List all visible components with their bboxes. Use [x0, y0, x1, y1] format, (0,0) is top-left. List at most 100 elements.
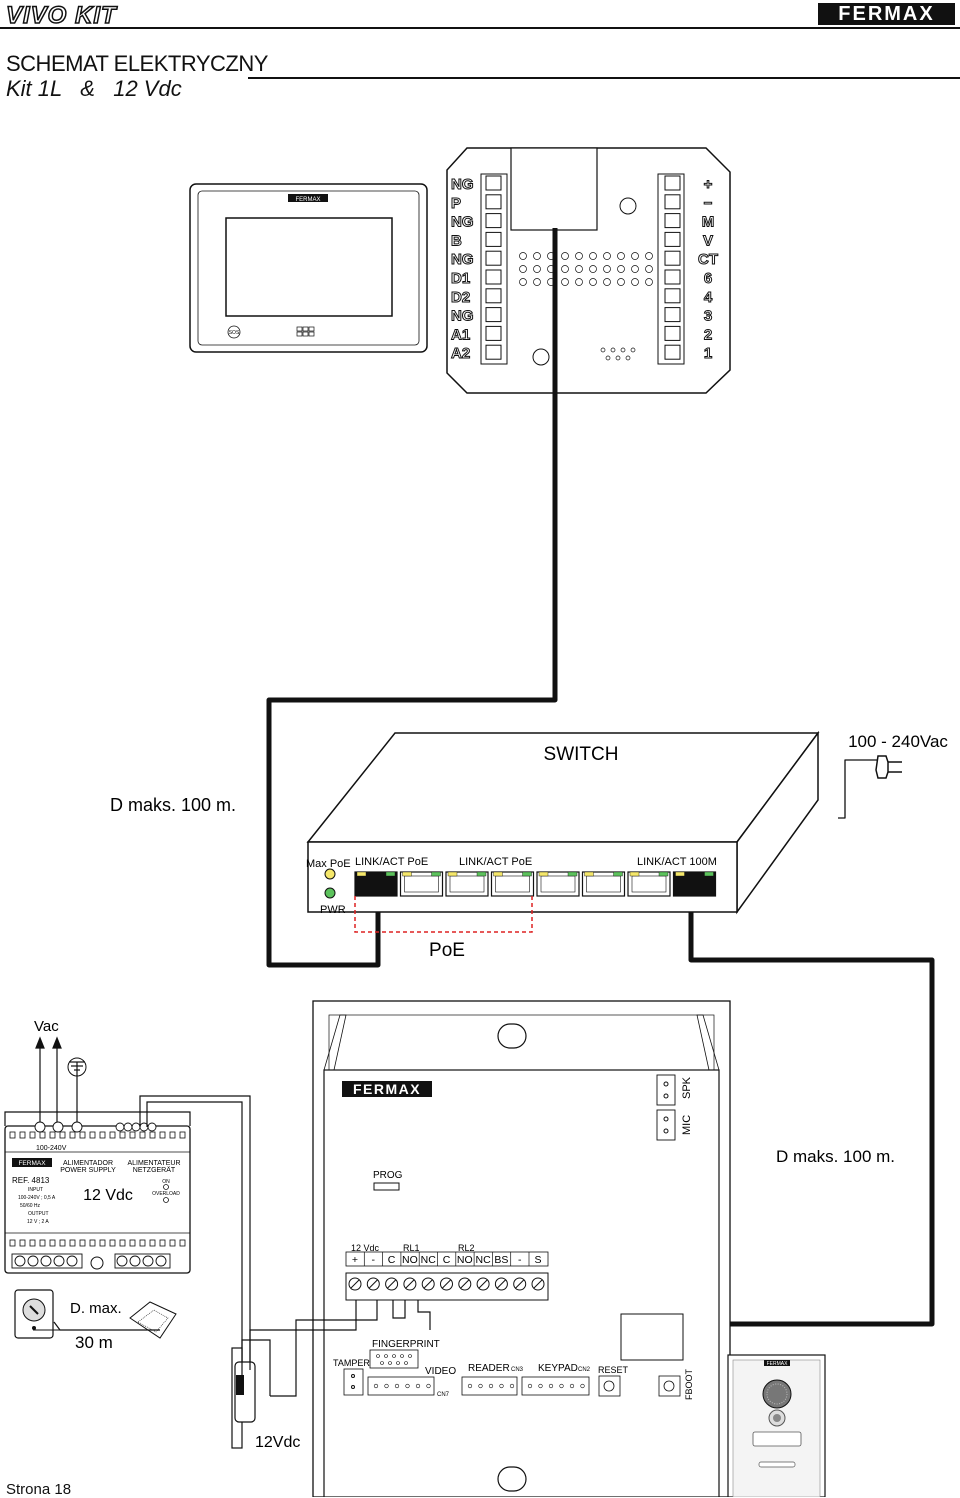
tamper-label: TAMPER: [333, 1358, 370, 1368]
sos-button[interactable]: [227, 325, 241, 339]
psu-vent: [89, 1239, 96, 1247]
port-led: [356, 871, 367, 877]
connector-pin: [509, 1383, 515, 1389]
page-title: SCHEMAT ELEKTRYCZNY: [6, 51, 268, 76]
psu-output-voltage: 12 V ; 2 A: [27, 1219, 49, 1225]
vent-dot: [589, 265, 597, 273]
terminal-slot: [664, 288, 681, 304]
psu-screw: [123, 1122, 133, 1132]
terminal-label: 3: [704, 308, 712, 325]
rj45-inner: [404, 875, 439, 893]
vent-dot: [617, 252, 625, 260]
psu-vent: [169, 1131, 176, 1139]
psu-overload-label: OVERLOAD: [152, 1191, 180, 1197]
cn3-label: CN3: [511, 1367, 524, 1373]
vent-dot: [603, 252, 611, 260]
psu-vent: [69, 1239, 76, 1247]
port-led: [402, 871, 412, 877]
psu-screw: [34, 1121, 46, 1133]
psu-voltage: 12 Vdc: [83, 1187, 133, 1204]
terminal-screw-slot: [497, 1279, 506, 1289]
psu-vent: [149, 1131, 156, 1139]
psu-output-label: OUTPUT: [28, 1211, 49, 1217]
door-panel: FERMAX: [727, 1354, 826, 1497]
vent-dot: [533, 252, 541, 260]
terminal-slot: [664, 269, 681, 285]
psu-vent: [119, 1131, 126, 1139]
video-label: VIDEO: [425, 1366, 456, 1377]
psu-vent: [79, 1131, 86, 1139]
psu-screw: [115, 1122, 125, 1132]
vent-dot: [561, 252, 569, 260]
port-led: [584, 871, 594, 877]
switch-pwr-label: PWR: [320, 904, 346, 916]
psu-screw: [14, 1255, 26, 1267]
vdc-label: 12 Vdc: [351, 1243, 380, 1253]
reset-button[interactable]: [598, 1375, 621, 1397]
controller-brand: FERMAX: [353, 1081, 421, 1097]
terminal-label: D2: [451, 289, 470, 306]
psu-brand: FERMAX: [18, 1160, 46, 1167]
terminal-label: NC: [476, 1254, 492, 1266]
panel-call-button[interactable]: [752, 1431, 802, 1447]
psu-on-label: ON: [162, 1179, 170, 1185]
monitor-brand: FERMAX: [295, 197, 320, 203]
dist-label: 30 m: [75, 1333, 113, 1352]
poe-label: PoE: [429, 940, 465, 961]
connector-pin: [467, 1383, 473, 1389]
port-led: [476, 871, 487, 877]
rj45-inner: [495, 875, 530, 893]
terminal-slot: [664, 194, 681, 210]
psu-label-2a: ALIMENTATEUR: [127, 1160, 180, 1167]
terminal-slot: [485, 250, 502, 266]
prog-button[interactable]: [373, 1182, 400, 1191]
terminal-label: CT: [698, 251, 718, 268]
terminal-screw-slot: [387, 1279, 396, 1289]
maxpoe-led: [324, 868, 336, 880]
pwr-led: [324, 887, 336, 899]
vent-dot: [617, 265, 625, 273]
monitor: FERMAX SOS: [189, 183, 428, 353]
terminal-label: NG: [451, 176, 474, 193]
psu-vent: [29, 1131, 36, 1139]
port-led: [675, 871, 685, 877]
vent-dot: [589, 278, 597, 286]
port-led: [538, 871, 549, 877]
terminal-slot: [664, 344, 681, 360]
terminal-label: NC: [421, 1254, 437, 1266]
psu-vent: [99, 1239, 106, 1247]
psu-vent: [149, 1239, 156, 1247]
terminal-label: 1: [704, 345, 712, 362]
terminal-screw-slot: [368, 1279, 378, 1289]
vent-dot: [645, 278, 653, 286]
psu-vent: [39, 1239, 46, 1247]
psu-input-voltage: 100-240V ; 0,5 A: [18, 1195, 56, 1201]
terminal-label: BS: [494, 1254, 508, 1266]
terminal-label: -: [518, 1254, 522, 1266]
vent-dot: [589, 252, 597, 260]
terminal-slot: [664, 175, 681, 191]
terminal-label: P: [451, 195, 461, 212]
vent-dot: [575, 278, 583, 286]
psu-vent: [49, 1131, 56, 1139]
vent-dot: [610, 347, 616, 353]
vent-dot: [533, 265, 541, 273]
connector-pin: [394, 1383, 400, 1389]
vent-dot: [600, 347, 606, 353]
fboot-button[interactable]: [658, 1375, 681, 1397]
reader-label: READER: [468, 1363, 510, 1374]
psu-vent: [139, 1239, 146, 1247]
psu-vent: [79, 1239, 86, 1247]
connector-pin: [499, 1383, 504, 1389]
terminal-screw-slot: [442, 1279, 451, 1289]
psu-ref: REF. 4813: [12, 1176, 50, 1185]
psu-vent: [109, 1239, 116, 1247]
psu-vent: [139, 1131, 146, 1139]
terminal-label: NO: [402, 1254, 418, 1266]
terminal-screw-slot: [533, 1279, 543, 1289]
terminal-label: 6: [704, 270, 712, 287]
port-led: [447, 871, 458, 877]
mic-label: MIC: [681, 1115, 693, 1135]
vent-dot: [603, 265, 611, 273]
exit-button: [14, 1289, 54, 1339]
